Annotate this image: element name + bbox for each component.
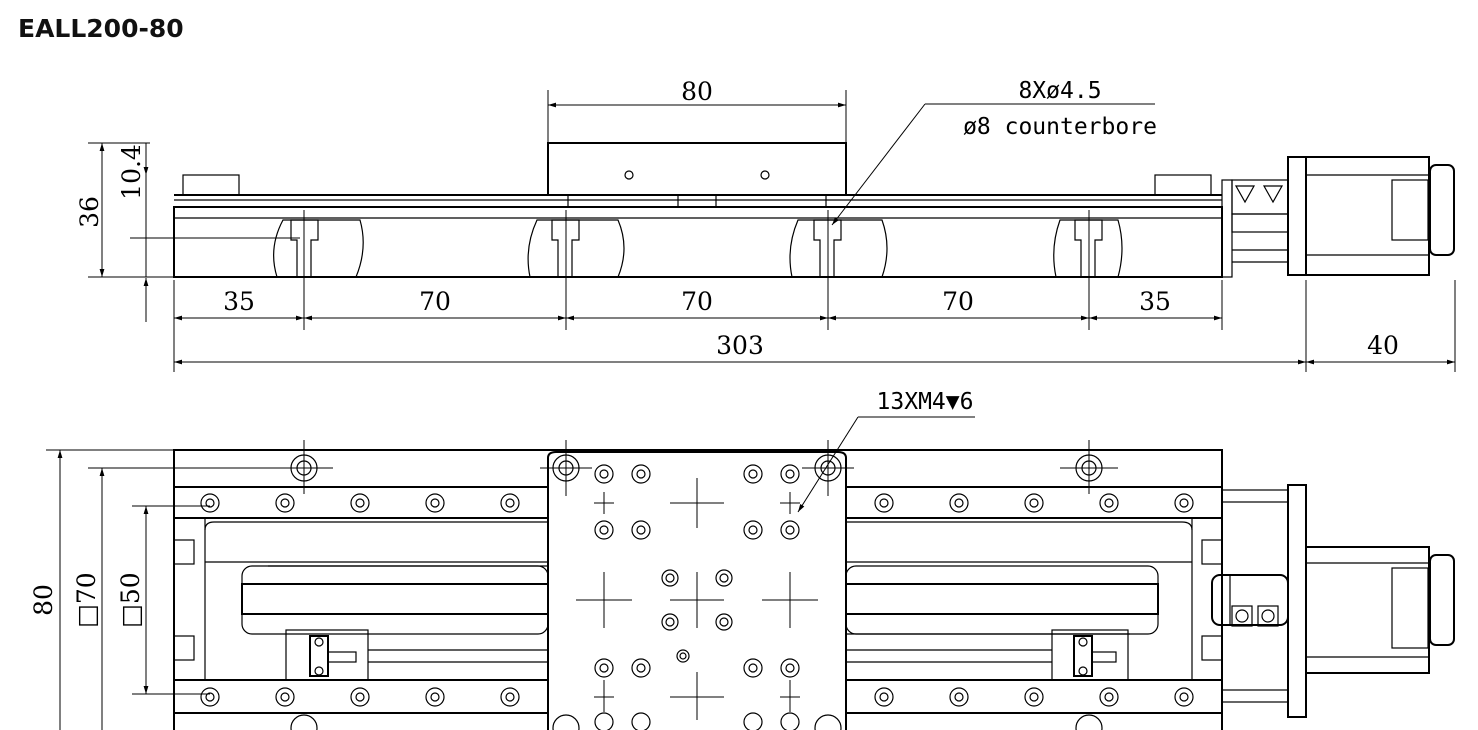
dim-pitch-1: 70 xyxy=(419,287,451,316)
top-view: 13XM4▼6 80 □70 □50 xyxy=(29,389,1455,730)
carriage-block xyxy=(547,142,847,196)
end-cap-right xyxy=(1154,174,1212,196)
lead-screw xyxy=(241,583,549,615)
side-view: 36 10.4 80 8Xø4.5 ø8 counterbore 35 70 7… xyxy=(75,77,1456,372)
drawing-title: EALL200-80 xyxy=(18,14,184,43)
note-thread-spec: 13XM4▼6 xyxy=(877,389,974,415)
note-holes-line1: 8Xø4.5 xyxy=(1018,78,1101,104)
dim-pitch-left: 35 xyxy=(223,287,255,316)
dim-pitch-3: 70 xyxy=(942,287,974,316)
motor-body-top xyxy=(1305,546,1430,674)
motor-flange-top xyxy=(1287,484,1307,718)
limit-switch-left xyxy=(285,629,369,681)
dim-height-10-4: 10.4 xyxy=(117,144,146,200)
dim-pitch-right: 35 xyxy=(1139,287,1171,316)
dim-width-square-70: □70 xyxy=(72,572,101,627)
base-outline-top xyxy=(173,449,1223,730)
motor-knob xyxy=(1429,164,1455,256)
limit-switch-right xyxy=(1051,629,1129,681)
coupling xyxy=(1211,574,1289,626)
motor-knob-top xyxy=(1429,554,1455,646)
motor-flange xyxy=(1287,156,1307,276)
dim-height-36: 36 xyxy=(75,196,104,228)
end-cap-left xyxy=(182,174,240,196)
dim-motor-40: 40 xyxy=(1367,331,1399,360)
dim-carriage-80: 80 xyxy=(681,77,713,106)
dim-overall-303: 303 xyxy=(716,331,764,360)
note-holes-line2: ø8 counterbore xyxy=(963,114,1157,140)
dim-width-square-50: □50 xyxy=(116,572,145,627)
dim-width-80: 80 xyxy=(29,584,58,616)
carriage-plate-top xyxy=(547,451,847,730)
dim-pitch-2: 70 xyxy=(681,287,713,316)
